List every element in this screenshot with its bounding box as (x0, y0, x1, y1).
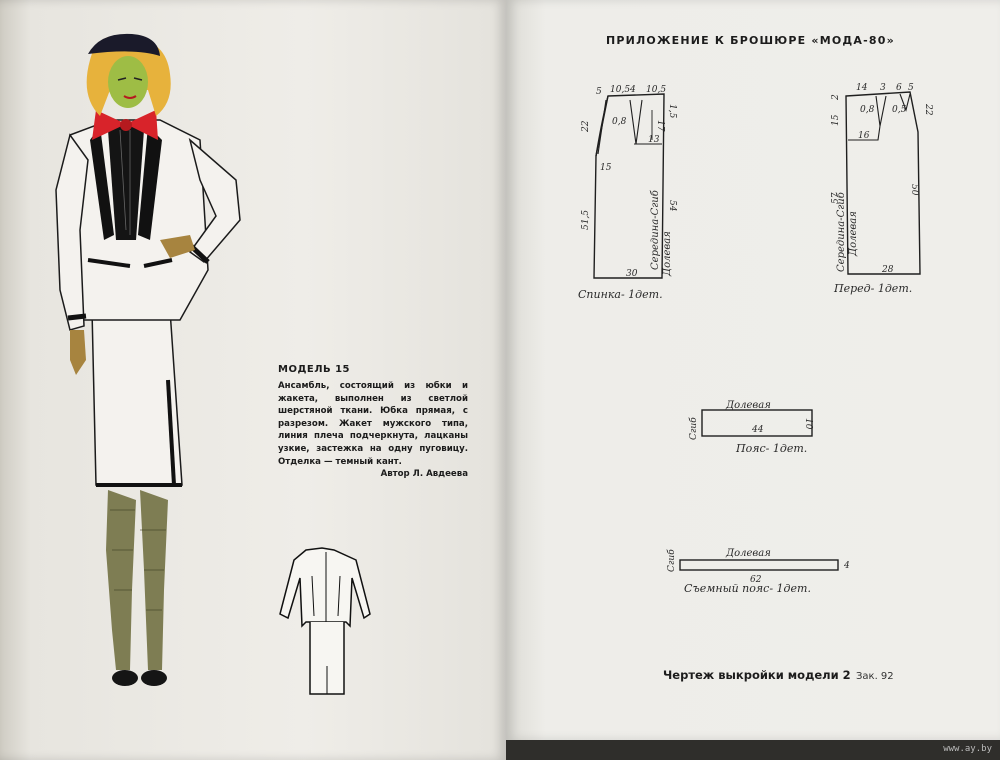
belt-length: 44 (751, 425, 764, 435)
back-dim-54: 54 (667, 200, 677, 212)
legs (106, 490, 168, 670)
front-fold-label: Середина-Сгиб (836, 191, 847, 272)
back-pattern: 5 10,5 4 10,5 1,5 22 0,8 17 13 15 51,5 5… (578, 85, 677, 301)
belt-width: 10 (803, 418, 813, 430)
belt-fold-label: Сгиб (688, 417, 699, 440)
back-dim-17: 17 (655, 120, 665, 132)
hands (70, 235, 195, 375)
belt-piece-label: Пояс- 1дет. (735, 442, 807, 455)
model-description: Ансамбль, состоящий из юбки и жакета, вы… (278, 381, 468, 467)
removable-belt-grain-label: Долевая (725, 548, 771, 559)
front-dim-22: 22 (923, 103, 933, 116)
watermark: www.ay.by (943, 744, 992, 754)
front-dim-3: 3 (880, 83, 886, 93)
back-dim-22: 22 (581, 120, 591, 133)
appendix-title: ПРИЛОЖЕНИЕ К БРОШЮРЕ «МОДА-80» (606, 34, 895, 47)
head (86, 33, 171, 116)
front-dim-5: 5 (908, 83, 914, 93)
front-pattern: 14 3 6 5 2 15 0,8 0,5 22 16 57 50 28 Сер… (831, 83, 933, 295)
jacket (55, 119, 241, 331)
shoes (112, 670, 167, 686)
model-caption: МОДЕЛЬ 15 Ансамбль, состоящий из юбки и … (278, 364, 468, 479)
pattern-drafts: 5 10,5 4 10,5 1,5 22 0,8 17 13 15 51,5 5… (578, 83, 933, 595)
front-piece-label: Перед- 1дет. (833, 282, 912, 295)
footer-title: Чертеж выкройки модели 2 (663, 668, 851, 682)
front-dim-16: 16 (858, 131, 870, 141)
back-dim-105a: 10,5 (610, 85, 630, 95)
page-edge (506, 740, 1000, 760)
back-fold-label: Середина-Сгиб (650, 189, 661, 270)
front-dim-14: 14 (856, 83, 868, 93)
removable-belt-width: 4 (843, 561, 850, 571)
front-dim-57: 57 (831, 192, 841, 204)
left-page (0, 0, 506, 760)
front-dim-6: 6 (896, 83, 902, 93)
back-dim-30: 30 (626, 269, 638, 279)
front-dim-28: 28 (881, 265, 894, 275)
back-view-sketch (279, 547, 371, 695)
removable-belt-piece-label: Съемный пояс- 1дет. (684, 582, 811, 595)
back-dim-5: 5 (596, 87, 602, 97)
back-piece-label: Спинка- 1дет. (578, 288, 663, 301)
back-dim-4: 4 (629, 85, 636, 95)
back-dim-15b: 15 (600, 163, 612, 173)
belt-pattern: Долевая Сгиб 44 10 Пояс- 1дет. (688, 400, 813, 455)
fashion-illustration (55, 33, 241, 686)
removable-belt-fold-label: Сгиб (666, 549, 677, 572)
back-dim-515: 51,5 (581, 210, 591, 230)
front-grain-label: Долевая (848, 211, 859, 257)
back-grain-label: Долевая (662, 231, 673, 277)
model-author: Автор Л. Авдеева (380, 469, 468, 480)
red-bow (92, 110, 158, 140)
front-dim-2: 2 (831, 94, 841, 101)
footer-order: Зак. 92 (856, 671, 894, 682)
front-dim-15: 15 (831, 114, 841, 126)
removable-belt-pattern: Долевая Сгиб 62 4 Съемный пояс- 1дет. (666, 548, 850, 595)
right-page (506, 0, 1000, 740)
back-dim-13: 13 (648, 135, 660, 145)
model-title: МОДЕЛЬ 15 (278, 364, 351, 375)
belt-grain-label: Долевая (725, 400, 771, 411)
front-dim-05: 0,5 (892, 105, 907, 115)
back-dim-15: 1,5 (667, 104, 677, 119)
removable-belt-length: 62 (750, 575, 762, 585)
back-dim-105b: 10,5 (646, 85, 666, 95)
back-dim-08: 0,8 (612, 117, 627, 127)
front-dim-08: 0,8 (860, 105, 875, 115)
front-dim-50: 50 (909, 184, 919, 196)
skirt (91, 309, 183, 487)
